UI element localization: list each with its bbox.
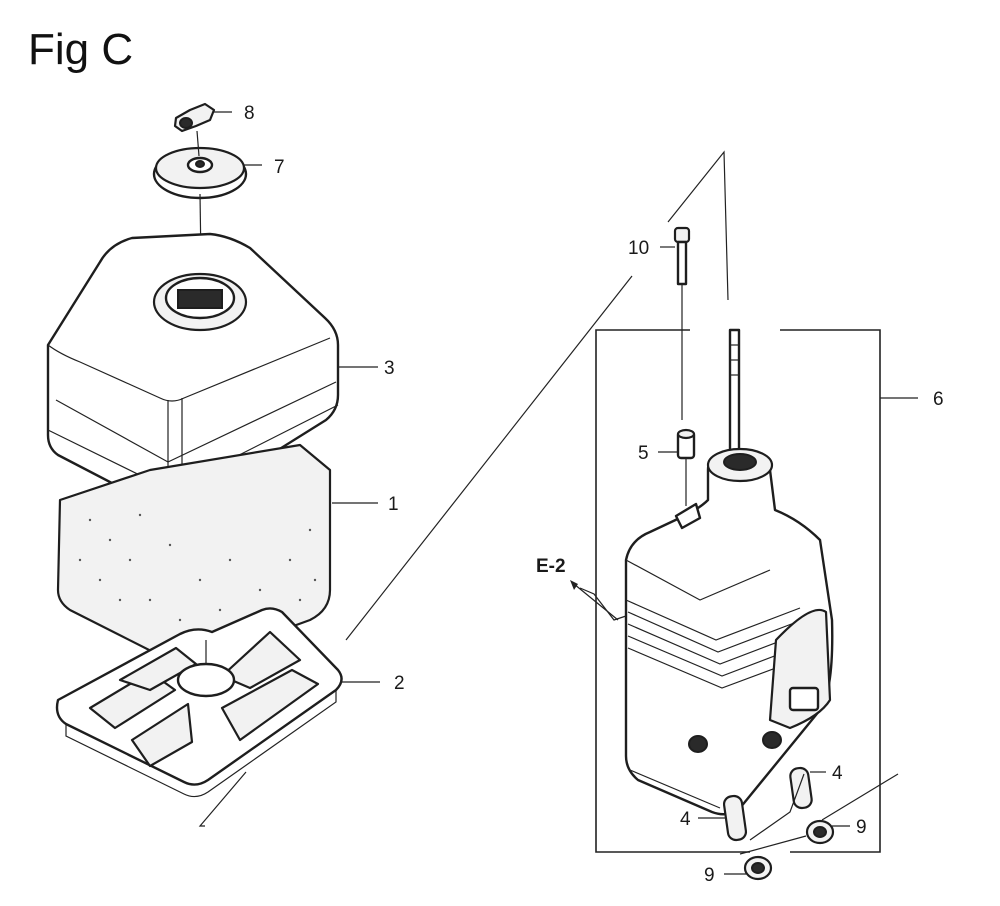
muffler-body-part (579, 447, 834, 816)
dowel-pin-part-a (789, 766, 826, 810)
flange-nut-part-b (724, 855, 773, 881)
callout-10: 10 (628, 238, 649, 259)
leader-to-e2 (345, 275, 633, 641)
muffler-assembly-bracket (595, 329, 918, 853)
cover-washer-part (152, 146, 262, 200)
callout-5: 5 (638, 443, 649, 464)
stud-bolt-part (728, 328, 741, 462)
assembly-line-base (198, 771, 247, 827)
figure-title: Fig C (28, 25, 133, 74)
callout-7: 7 (274, 157, 285, 178)
callout-9-upper: 9 (856, 817, 867, 838)
callout-4-upper: 4 (832, 763, 843, 784)
callout-2: 2 (394, 673, 405, 694)
callout-4-lower: 4 (680, 809, 691, 830)
collar-part (658, 428, 696, 506)
flange-nut-part-a (739, 819, 850, 855)
filter-base-grid-part (55, 607, 380, 798)
callout-1: 1 (388, 494, 399, 515)
callout-9-lower: 9 (704, 865, 715, 886)
bolt-part (660, 226, 691, 420)
e2-reference-arrow (570, 580, 619, 621)
callout-3: 3 (384, 358, 395, 379)
wing-nut-part (173, 102, 232, 133)
assembly-line-stud (667, 150, 729, 301)
air-cleaner-cover-part (46, 232, 378, 513)
dowel-pin-part-b (698, 794, 748, 842)
callout-6: 6 (933, 389, 944, 410)
callout-8: 8 (244, 103, 255, 124)
assembly-line-8-7 (196, 130, 200, 157)
reference-e2: E-2 (536, 556, 566, 577)
